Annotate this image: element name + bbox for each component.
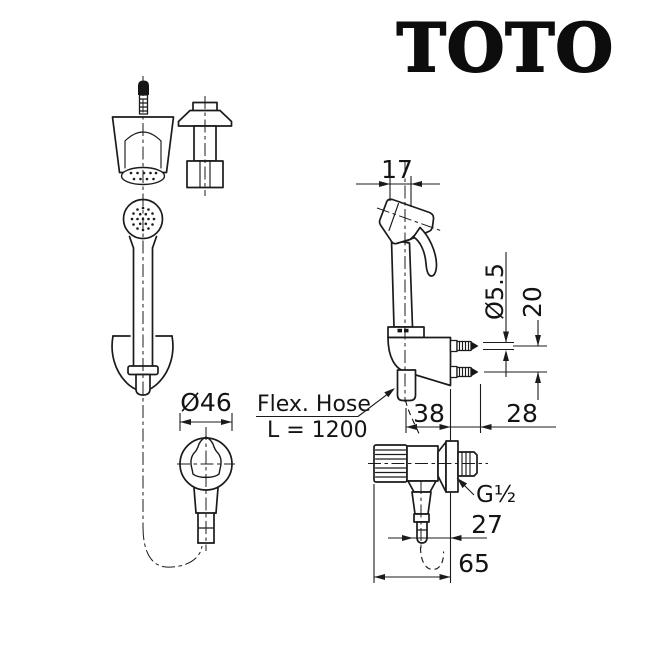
dim-pin-diameter-label: Ø5.5 [481, 263, 509, 320]
hose-path-upper [404, 399, 421, 437]
flex-hose-callout: Flex. Hose L = 1200 [256, 388, 395, 443]
dim-outlet-to-wall: 38 28 [405, 384, 556, 441]
dim-pin-diameter: Ø5.5 [481, 252, 514, 377]
hose-outlet-sleeve [396, 369, 417, 402]
dim-head-width-label: 17 [381, 155, 413, 184]
dim-pin-length-label: 28 [506, 399, 538, 428]
spray-nozzle-holes [130, 206, 156, 232]
dimension-annotations: 17 Ø46 Ø5.5 20 [179, 155, 556, 583]
spray-face-holes [129, 171, 158, 181]
dim-hook-diameter: Ø46 [179, 388, 233, 431]
sprayer-handle-side [390, 239, 414, 328]
mounting-screws [449, 339, 479, 379]
flex-hose-label-line2: L = 1200 [267, 418, 368, 443]
hose-path-lower [419, 546, 445, 571]
brand-logo: TOTO [397, 9, 614, 87]
dim-pin-spacing: 20 [484, 286, 547, 400]
trigger-lever [412, 226, 438, 277]
dim-valve-depth-label: 65 [458, 549, 490, 578]
wall-holder-side [387, 326, 452, 402]
dim-head-width: 17 [356, 155, 440, 207]
exploded-view [111, 80, 233, 568]
dim-valve-to-wall: 27 [388, 510, 503, 541]
thread-size-label: G½ [476, 482, 516, 508]
hose-loop-centerline [142, 526, 203, 568]
flex-hose-label-line1: Flex. Hose [257, 392, 371, 417]
dim-pin-spacing-label: 20 [518, 286, 547, 318]
dim-hook-diameter-label: Ø46 [180, 388, 232, 417]
installed-side-view [373, 198, 479, 571]
dim-valve-to-wall-label: 27 [471, 510, 503, 539]
sprayer-head-side [378, 198, 438, 277]
centerlines [142, 76, 488, 551]
stop-valve [373, 440, 478, 544]
dim-valve-depth: 65 [373, 484, 490, 583]
thread-size-callout: G½ [456, 477, 516, 508]
dim-outlet-to-wall-label: 38 [413, 399, 445, 428]
valve-outlet [416, 521, 428, 544]
